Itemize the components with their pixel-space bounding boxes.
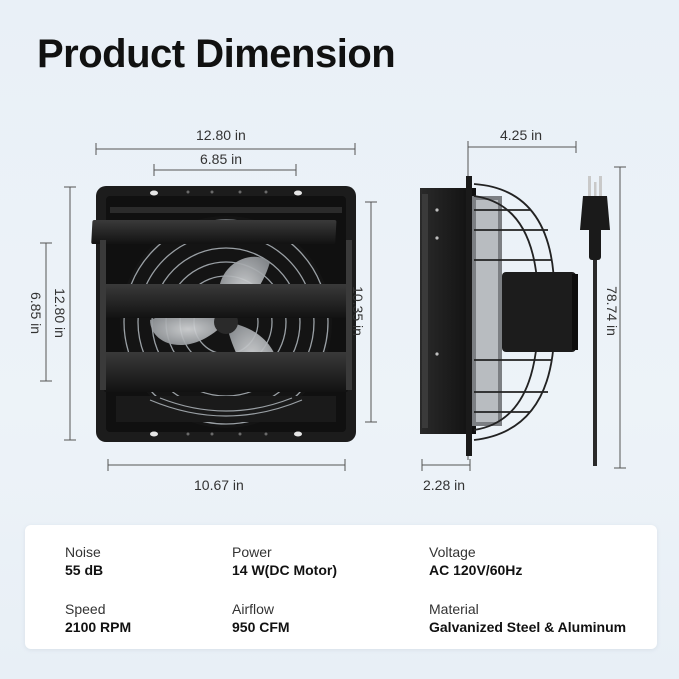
spec-material: Material Galvanized Steel & Aluminum (429, 602, 626, 634)
spec-card: Noise 55 dB Power 14 W(DC Motor) Voltage… (25, 525, 657, 649)
cord-length-label: 78.74 in (603, 286, 620, 336)
spec-value: 14 W(DC Motor) (232, 562, 337, 578)
spec-airflow: Airflow 950 CFM (232, 602, 290, 634)
spec-label: Voltage (429, 544, 476, 560)
spec-value: 2100 RPM (65, 619, 132, 635)
front-inner-width-label: 6.85 in (200, 151, 243, 167)
page-title: Product Dimension (37, 32, 396, 76)
spec-label: Speed (65, 601, 106, 617)
front-inner-height-label: 6.85 in (28, 291, 45, 335)
front-view (91, 186, 356, 442)
side-depth-label: 4.25 in (500, 127, 543, 143)
spec-value: 55 dB (65, 562, 104, 578)
front-dimension-lines (40, 143, 377, 471)
spec-label: Power (232, 544, 272, 560)
spec-label: Airflow (232, 601, 275, 617)
spec-value: Galvanized Steel & Aluminum (429, 619, 627, 635)
front-right-height-label: 10.35 in (349, 286, 366, 336)
spec-speed: Speed 2100 RPM (65, 602, 131, 634)
spec-noise: Noise 55 dB (65, 545, 103, 577)
front-bottom-width-label: 10.67 in (194, 477, 244, 493)
spec-value: 950 CFM (232, 619, 290, 635)
product-illustration (40, 141, 626, 471)
spec-label: Noise (65, 544, 101, 560)
side-view (420, 176, 610, 466)
spec-power: Power 14 W(DC Motor) (232, 545, 337, 577)
spec-value: AC 120V/60Hz (429, 562, 523, 578)
front-height-label: 12.80 in (51, 288, 68, 338)
spec-label: Material (429, 601, 479, 617)
spec-voltage: Voltage AC 120V/60Hz (429, 545, 522, 577)
side-flange-label: 2.28 in (423, 477, 466, 493)
front-width-label: 12.80 in (196, 127, 246, 143)
